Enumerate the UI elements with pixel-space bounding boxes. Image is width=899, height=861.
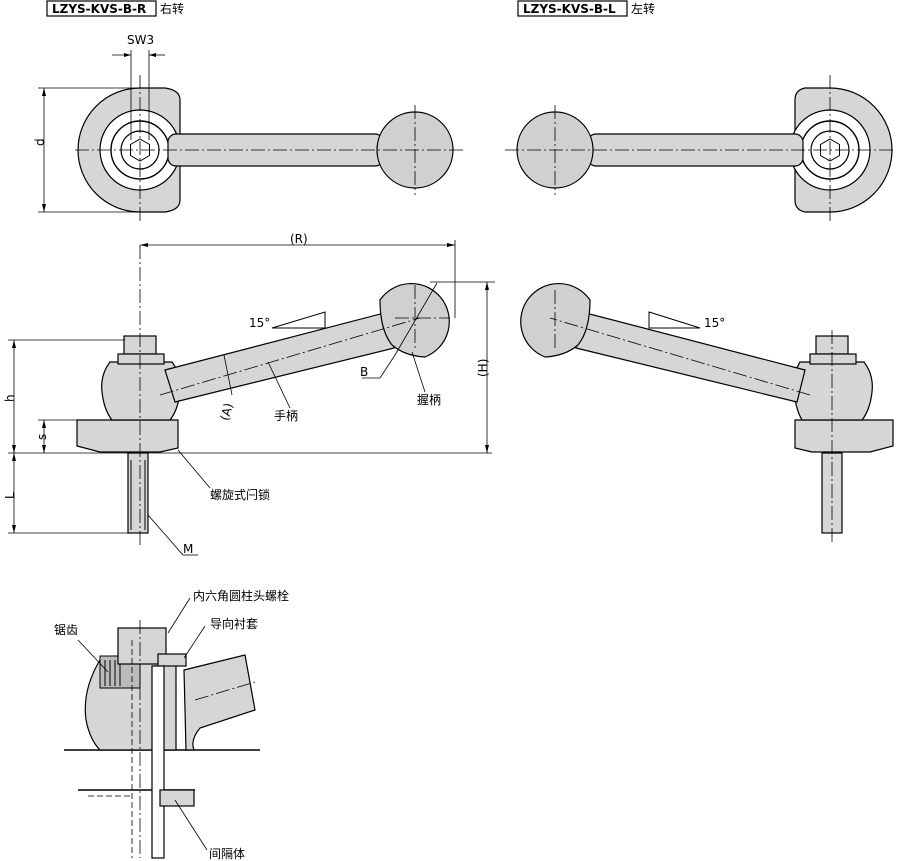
dim-h: h: [3, 394, 17, 402]
direction-right: 右转: [160, 1, 184, 16]
section-bushing: [157, 653, 187, 667]
side-view-right: 15° (R) (H) h s L (A): [3, 232, 495, 556]
angle-indicator-right: [271, 311, 326, 329]
dim-s: s: [35, 434, 49, 440]
base-plate: [76, 419, 179, 453]
section-shaft: [151, 665, 165, 859]
dim-r: (R): [290, 232, 308, 246]
dim-sw: SW3: [127, 33, 154, 47]
side-view-left: 15°: [520, 282, 894, 545]
label-screw-lock: 螺旋式闩锁: [210, 487, 270, 502]
plan-view-left: LZYS-KVS-B-L 左转: [505, 0, 895, 222]
model-code-box-left: [517, 0, 628, 17]
label-handle-arm: 手柄: [274, 409, 298, 423]
label-guide-bushing: 导向衬套: [210, 616, 258, 631]
section-detail: 内六角圆柱头螺栓 导向衬套 锯齿 间隔体: [54, 588, 289, 861]
model-code-left: LZYS-KVS-B-L: [523, 2, 616, 16]
angle-left: 15°: [704, 316, 725, 330]
dim-a: (A): [218, 402, 236, 423]
label-spacer: 间隔体: [209, 847, 245, 861]
angle-indicator-left: [648, 311, 701, 329]
label-hex-bolt: 内六角圆柱头螺栓: [193, 588, 289, 603]
model-code-right: LZYS-KVS-B-R: [52, 2, 146, 16]
model-code-box-right: [46, 0, 157, 17]
hex-socket-icon: [130, 138, 150, 162]
direction-left: 左转: [631, 1, 655, 16]
section-spacer: [159, 789, 195, 807]
plan-view-right: LZYS-KVS-B-R 右转 SW3 d: [33, 0, 465, 222]
label-serration: 锯齿: [54, 622, 78, 637]
dim-b: B: [360, 365, 368, 379]
dim-l: L: [3, 492, 17, 499]
dim-m: M: [183, 542, 193, 556]
label-grip: 握柄: [417, 392, 441, 407]
dim-d: d: [33, 138, 47, 146]
hex-socket-icon-left: [820, 138, 840, 162]
angle-right: 15°: [249, 316, 270, 330]
dim-h-big: (H): [476, 359, 490, 377]
section-handle: [183, 654, 256, 751]
